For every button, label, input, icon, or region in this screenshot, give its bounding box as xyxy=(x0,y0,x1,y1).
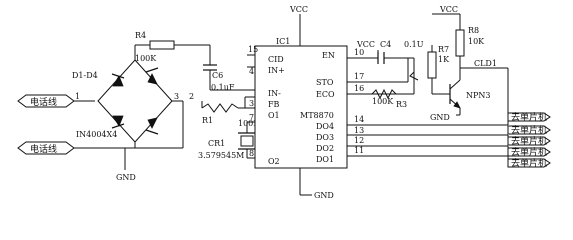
transistor-npn3 xyxy=(449,68,461,109)
svg-text:去单片机: 去单片机 xyxy=(511,135,547,147)
transistor-gnd-label: GND xyxy=(430,113,450,122)
mcu-terminal-1: 去单片机 xyxy=(507,111,551,123)
npn3-label: NPN3 xyxy=(466,91,490,100)
svg-text:ECO: ECO xyxy=(316,90,335,99)
svg-text:DO2: DO2 xyxy=(316,144,334,153)
svg-text:8: 8 xyxy=(249,149,254,158)
r3-label: R3 xyxy=(396,100,407,109)
ic-pin-sto: 17 STO xyxy=(316,72,408,87)
r7-value: 1K xyxy=(438,55,450,64)
r3-value: 100K xyxy=(372,97,394,106)
crystal-cr1 xyxy=(238,132,256,150)
svg-text:去单片机: 去单片机 xyxy=(511,111,547,123)
ic1-part: MT8870 xyxy=(300,111,334,120)
ic-pin-in-plus: 4 IN+ xyxy=(247,66,285,76)
capacitor-c4 xyxy=(377,52,385,64)
r8-value: 10K xyxy=(468,37,485,46)
resistor-r8 xyxy=(455,29,465,57)
c4-vcc-label: VCC xyxy=(356,40,375,49)
svg-text:CID: CID xyxy=(268,55,284,64)
svg-text:O2: O2 xyxy=(268,157,280,166)
c4-label: C4 xyxy=(380,40,391,49)
svg-text:IN-: IN- xyxy=(268,89,281,98)
svg-text:FB: FB xyxy=(268,100,280,109)
ic1-mt8870 xyxy=(254,45,348,169)
phone-line-label-bottom: 电话线 xyxy=(30,143,57,155)
c4-value: 0.1U xyxy=(404,40,424,49)
c6-value: 0.1uF xyxy=(211,83,235,92)
svg-text:DO3: DO3 xyxy=(316,133,334,142)
svg-text:7: 7 xyxy=(249,113,254,122)
diode-d4 xyxy=(147,117,158,129)
diode-d2 xyxy=(147,73,158,85)
resistor-r3 xyxy=(371,88,397,100)
svg-text:16: 16 xyxy=(354,84,364,93)
r4-value: 100K xyxy=(135,54,157,63)
r1-label: R1 xyxy=(202,116,213,125)
resistor-r7 xyxy=(427,51,437,79)
ic-pin-do2: 12 DO2 xyxy=(316,136,508,153)
capacitor-c6 xyxy=(203,64,217,71)
right-vcc-label: VCC xyxy=(439,5,458,14)
phone-line-label-top: 电话线 xyxy=(30,96,57,108)
mcu-terminal-3: 去单片机 xyxy=(507,135,551,147)
r4-label: R4 xyxy=(135,31,146,40)
svg-text:STO: STO xyxy=(316,78,334,87)
node-2-label: 2 xyxy=(189,92,194,101)
cld1-label: CLD1 xyxy=(474,59,497,68)
svg-text:去单片机: 去单片机 xyxy=(511,124,547,136)
ic-pin-10: 10 xyxy=(347,48,378,59)
svg-text:12: 12 xyxy=(354,136,364,145)
ic1-ref: IC1 xyxy=(276,37,290,46)
svg-text:15: 15 xyxy=(248,45,258,54)
r8-label: R8 xyxy=(468,26,479,35)
svg-text:去单片机: 去单片机 xyxy=(511,146,547,158)
mcu-terminal-2: 去单片机 xyxy=(507,124,551,136)
diode-d1 xyxy=(112,75,124,87)
cr1-value: 3.579545M xyxy=(198,151,244,160)
svg-text:14: 14 xyxy=(354,115,364,124)
c6-label: C6 xyxy=(212,71,223,80)
ic-pin-fb: 3 FB xyxy=(249,99,280,109)
ic-vcc-label: VCC xyxy=(289,5,308,14)
ic-pin-cid: 15 CID xyxy=(247,45,284,64)
bridge-gnd-label: GND xyxy=(116,173,136,182)
svg-text:17: 17 xyxy=(354,72,364,81)
svg-text:O1: O1 xyxy=(268,111,280,120)
mcu-terminal-4: 去单片机 xyxy=(507,146,551,158)
svg-text:11: 11 xyxy=(354,146,364,155)
diode-d3 xyxy=(112,115,124,127)
node-3-label: 3 xyxy=(174,92,179,101)
node-1-label: 1 xyxy=(75,92,80,101)
r7-label: R7 xyxy=(438,45,449,54)
ic-pin-o1: 7 O1 xyxy=(249,111,280,122)
diodes-label: D1-D4 xyxy=(72,71,98,80)
svg-text:DO1: DO1 xyxy=(316,155,334,164)
svg-text:DO4: DO4 xyxy=(316,122,334,131)
cr1-label: CR1 xyxy=(208,139,225,148)
ic-pin-do4: 14 DO4 xyxy=(316,115,508,131)
diode-part-label: IN4004X4 xyxy=(76,130,117,139)
ic-gnd-label: GND xyxy=(314,191,334,200)
circuit-schematic: 电话线 电话线 1 D1-D4 IN4004X4 3 GND R4 100K xyxy=(17,5,551,200)
svg-text:4: 4 xyxy=(249,67,254,76)
ic-pin-in-minus: IN- xyxy=(268,89,281,98)
svg-text:10: 10 xyxy=(354,48,364,57)
ic-pin-do3: 13 DO3 xyxy=(316,126,508,142)
svg-text:3: 3 xyxy=(249,99,254,108)
svg-text:IN+: IN+ xyxy=(268,66,285,75)
r1-value: 100K xyxy=(238,119,260,128)
ic-pin-o2: 8 O2 xyxy=(249,149,280,166)
svg-text:13: 13 xyxy=(354,126,364,135)
svg-text:EN: EN xyxy=(322,51,335,60)
phone-line-terminal-bottom: 电话线 xyxy=(17,141,75,155)
resistor-r4 xyxy=(149,40,175,50)
ic-pin-do1: 11 DO1 xyxy=(316,146,508,164)
ic-pin-eco: 16 ECO xyxy=(316,84,414,99)
phone-line-terminal-top: 电话线 xyxy=(17,94,75,108)
svg-text:去单片机: 去单片机 xyxy=(511,157,547,169)
ic-pin-en: EN xyxy=(322,51,335,60)
mcu-terminal-5: 去单片机 xyxy=(507,157,551,169)
